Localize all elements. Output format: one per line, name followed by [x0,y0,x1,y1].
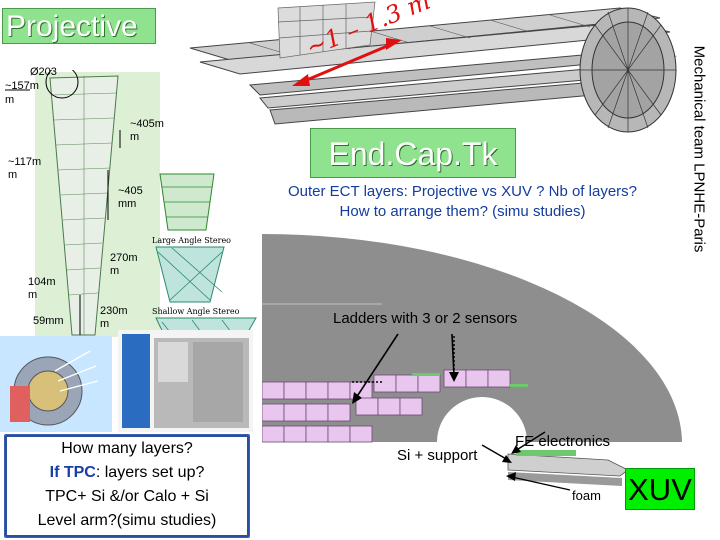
dim-157: ~157m [5,80,39,92]
dim-117-unit: m [8,169,18,181]
tpc-prefix: If TPC [49,464,96,481]
dim-405-b-unit: mm [118,198,137,210]
dim-104: 104m [28,276,56,288]
dim-230: 230m [100,305,128,317]
detector-render-2 [118,330,253,432]
question-line-2: If TPC: layers set up? [5,461,249,485]
foam-label: foam [572,488,601,503]
side-label-text: Mechanical team LPNHE-Paris [690,45,708,253]
large-stereo-label: Large Angle Stereo [152,236,231,245]
question-line-3: TPC+ Si &/or Calo + Si [45,488,209,505]
xuv-badge: XUV [625,468,695,510]
dim-117: ~117m [8,156,42,168]
dim-157-unit: m [5,94,15,106]
dim-270: 270m [110,252,138,264]
dim-405-a: ~405m [130,118,164,130]
subtitle: Outer ECT layers: Projective vs XUV ? Nb… [240,182,685,222]
annotation-arrows [352,333,629,491]
tpc-rest: : layers set up? [95,464,205,481]
dim-59: 59mm [33,315,64,327]
detector-render-1 [0,336,112,432]
dim-diameter-203: Ø203 [30,66,57,78]
endcap-banner: End.Cap.Tk [310,128,516,178]
dim-405-b: ~405 [118,185,143,197]
dim-405-a-unit: m [130,131,140,143]
fe-electronics-label: FE electronics [515,433,611,450]
subtitle-line-1: Outer ECT layers: Projective vs XUV ? Nb… [287,183,637,200]
question-box: How many layers? If TPC: layers set up? … [4,434,250,538]
dim-270-unit: m [110,265,120,277]
question-line-4: Level arm?(simu studies) [37,512,217,529]
dim-230-unit: m [100,318,110,330]
shallow-stereo-label: Shallow Angle Stereo [152,307,240,316]
question-line-1: How many layers? [61,440,193,457]
page-title: Projective [2,8,156,44]
si-support-label: Si + support [397,447,478,464]
dim-104-unit: m [28,289,38,301]
projective-layers-drawing [189,1,677,133]
wedge-drawing [5,70,160,337]
subtitle-line-2: How to arrange them? (simu studies) [339,203,586,220]
ladders-label: Ladders with 3 or 2 sensors [333,310,518,327]
side-label: Mechanical team LPNHE-Paris [679,24,719,274]
